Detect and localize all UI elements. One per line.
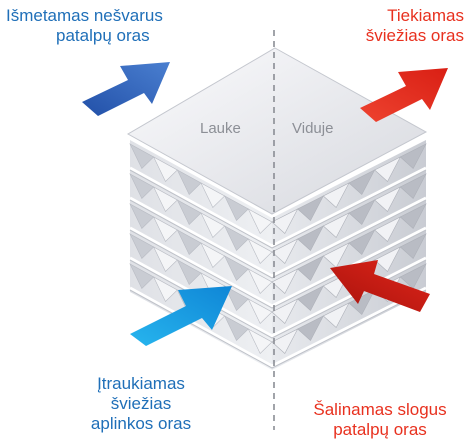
corrugation-tooth bbox=[200, 242, 226, 269]
exhaust-out-label-line1: Išmetamas nešvarus bbox=[6, 6, 163, 25]
corrugation-tooth bbox=[322, 212, 350, 238]
fresh-intake-label-line2: šviežias bbox=[110, 394, 172, 413]
corrugation-tooth bbox=[176, 169, 202, 196]
exhaust-out-arrow-icon bbox=[82, 62, 170, 116]
corrugation-tooth bbox=[200, 182, 226, 209]
corrugation-tooth bbox=[374, 246, 402, 272]
separator-plate-shadow bbox=[129, 199, 427, 279]
corrugation-tooth bbox=[271, 208, 299, 234]
zone-inside-label: Viduje bbox=[292, 120, 334, 137]
separator-plate bbox=[129, 226, 427, 308]
corrugation-tooth bbox=[374, 216, 402, 242]
corrugation-tooth bbox=[129, 263, 155, 290]
corrugation-tooth bbox=[399, 143, 427, 169]
separator-plate-shadow bbox=[129, 169, 427, 249]
corrugation-tooth bbox=[297, 285, 325, 311]
corrugation-tooth bbox=[247, 268, 273, 295]
corrugation-tooth bbox=[399, 263, 427, 289]
corrugation-tooth bbox=[348, 169, 376, 195]
corrugation-tooth bbox=[247, 238, 273, 265]
corrugation-tooth bbox=[322, 302, 350, 328]
corrugation-tooth bbox=[200, 212, 226, 239]
corrugation-tooth bbox=[152, 246, 178, 273]
corrugation-tooth bbox=[129, 143, 155, 170]
corrugation-tooth bbox=[152, 216, 178, 243]
corrugation-tooth bbox=[297, 225, 325, 251]
corrugation-tooth bbox=[297, 195, 325, 221]
separator-plate bbox=[129, 196, 427, 278]
corrugation-tooth bbox=[247, 298, 273, 325]
corrugation-tooth bbox=[271, 268, 299, 294]
stale-extract-arrow-icon bbox=[330, 260, 430, 312]
corrugation-tooth bbox=[297, 255, 325, 281]
separator-plate-shadow bbox=[129, 229, 427, 309]
corrugation-tooth bbox=[271, 238, 299, 264]
corrugation-tooth bbox=[129, 233, 155, 260]
corrugation-tooth bbox=[129, 173, 155, 200]
corrugated-layers bbox=[129, 143, 427, 369]
corrugation-tooth bbox=[374, 156, 402, 182]
exhaust-out-label: Išmetamas nešvarus patalpų oras bbox=[6, 6, 163, 46]
corrugation-tooth bbox=[152, 156, 178, 183]
corrugation-tooth bbox=[223, 315, 249, 342]
corrugation-tooth bbox=[176, 199, 202, 226]
corrugation-tooth bbox=[176, 259, 202, 286]
fresh-intake-label: Įtraukiamas šviežias aplinkos oras bbox=[78, 374, 204, 434]
fresh-intake-label-line1: Įtraukiamas bbox=[97, 374, 185, 393]
stale-extract-label-line1: Šalinamas slogus bbox=[313, 400, 447, 419]
supply-in-arrow-icon bbox=[360, 68, 448, 122]
corrugation-tooth bbox=[152, 276, 178, 303]
corrugation-tooth bbox=[322, 242, 350, 268]
corrugation-tooth bbox=[223, 225, 249, 252]
stale-extract-label-line2: patalpų oras bbox=[333, 420, 427, 439]
corrugation-tooth bbox=[348, 289, 376, 315]
corrugation-tooth bbox=[271, 298, 299, 324]
corrugation-tooth bbox=[223, 195, 249, 222]
corrugation-tooth bbox=[399, 233, 427, 259]
corrugation-tooth bbox=[374, 186, 402, 212]
separator-plate bbox=[129, 166, 427, 248]
exchanger-stack bbox=[126, 47, 428, 370]
stale-extract-label: Šalinamas slogus patalpų oras bbox=[296, 400, 464, 440]
zone-outside-label: Lauke bbox=[200, 120, 241, 137]
corrugation-tooth bbox=[399, 173, 427, 199]
fresh-intake-label-line3: aplinkos oras bbox=[90, 414, 192, 433]
corrugation-tooth bbox=[247, 328, 273, 355]
corrugation-tooth bbox=[129, 203, 155, 230]
corrugation-tooth bbox=[247, 208, 273, 235]
corrugation-tooth bbox=[348, 229, 376, 255]
corrugation-tooth bbox=[152, 186, 178, 213]
corrugation-tooth bbox=[399, 203, 427, 229]
supply-in-label: Tiekiamas šviežias oras bbox=[366, 6, 464, 46]
exhaust-out-label-line2: patalpų oras bbox=[56, 26, 150, 45]
corrugation-tooth bbox=[223, 285, 249, 312]
corrugation-tooth bbox=[223, 255, 249, 282]
supply-in-label-line1: Tiekiamas bbox=[387, 6, 464, 25]
corrugation-tooth bbox=[297, 315, 325, 341]
supply-in-label-line2: šviežias oras bbox=[365, 26, 464, 45]
fresh-intake-arrow-icon bbox=[130, 286, 232, 346]
corrugation-tooth bbox=[322, 182, 350, 208]
corrugation-tooth bbox=[176, 229, 202, 256]
corrugation-tooth bbox=[348, 199, 376, 225]
corrugation-tooth bbox=[271, 328, 299, 354]
